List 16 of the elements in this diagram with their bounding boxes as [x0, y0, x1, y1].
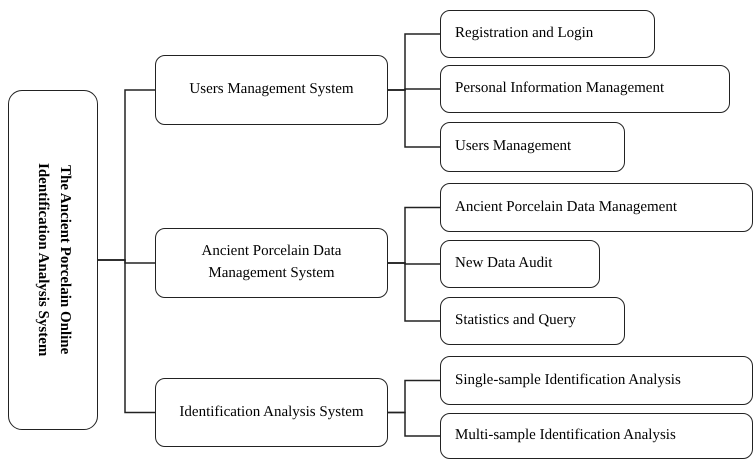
- connector-line: [388, 89, 440, 148]
- module-box: Ancient Porcelain Data Management System: [155, 228, 388, 298]
- module-box: Ancient Porcelain Data Management: [440, 183, 753, 232]
- module-box: New Data Audit: [440, 240, 600, 288]
- root-box: The Ancient Porcelain Online Identification Analysis System: [8, 90, 98, 430]
- connector-line: [388, 262, 440, 322]
- module-box: Users Management System: [155, 55, 388, 125]
- connector-line: [388, 412, 440, 437]
- connector-line: [98, 259, 155, 414]
- module-box: Personal Information Management: [440, 65, 730, 113]
- module-box: Single-sample Identification Analysis: [440, 356, 753, 405]
- module-box: Identification Analysis System: [155, 378, 388, 447]
- module-box: Registration and Login: [440, 10, 655, 58]
- module-box: Users Management: [440, 122, 625, 172]
- module-box: Statistics and Query: [440, 297, 625, 345]
- module-box: Multi-sample Identification Analysis: [440, 413, 753, 459]
